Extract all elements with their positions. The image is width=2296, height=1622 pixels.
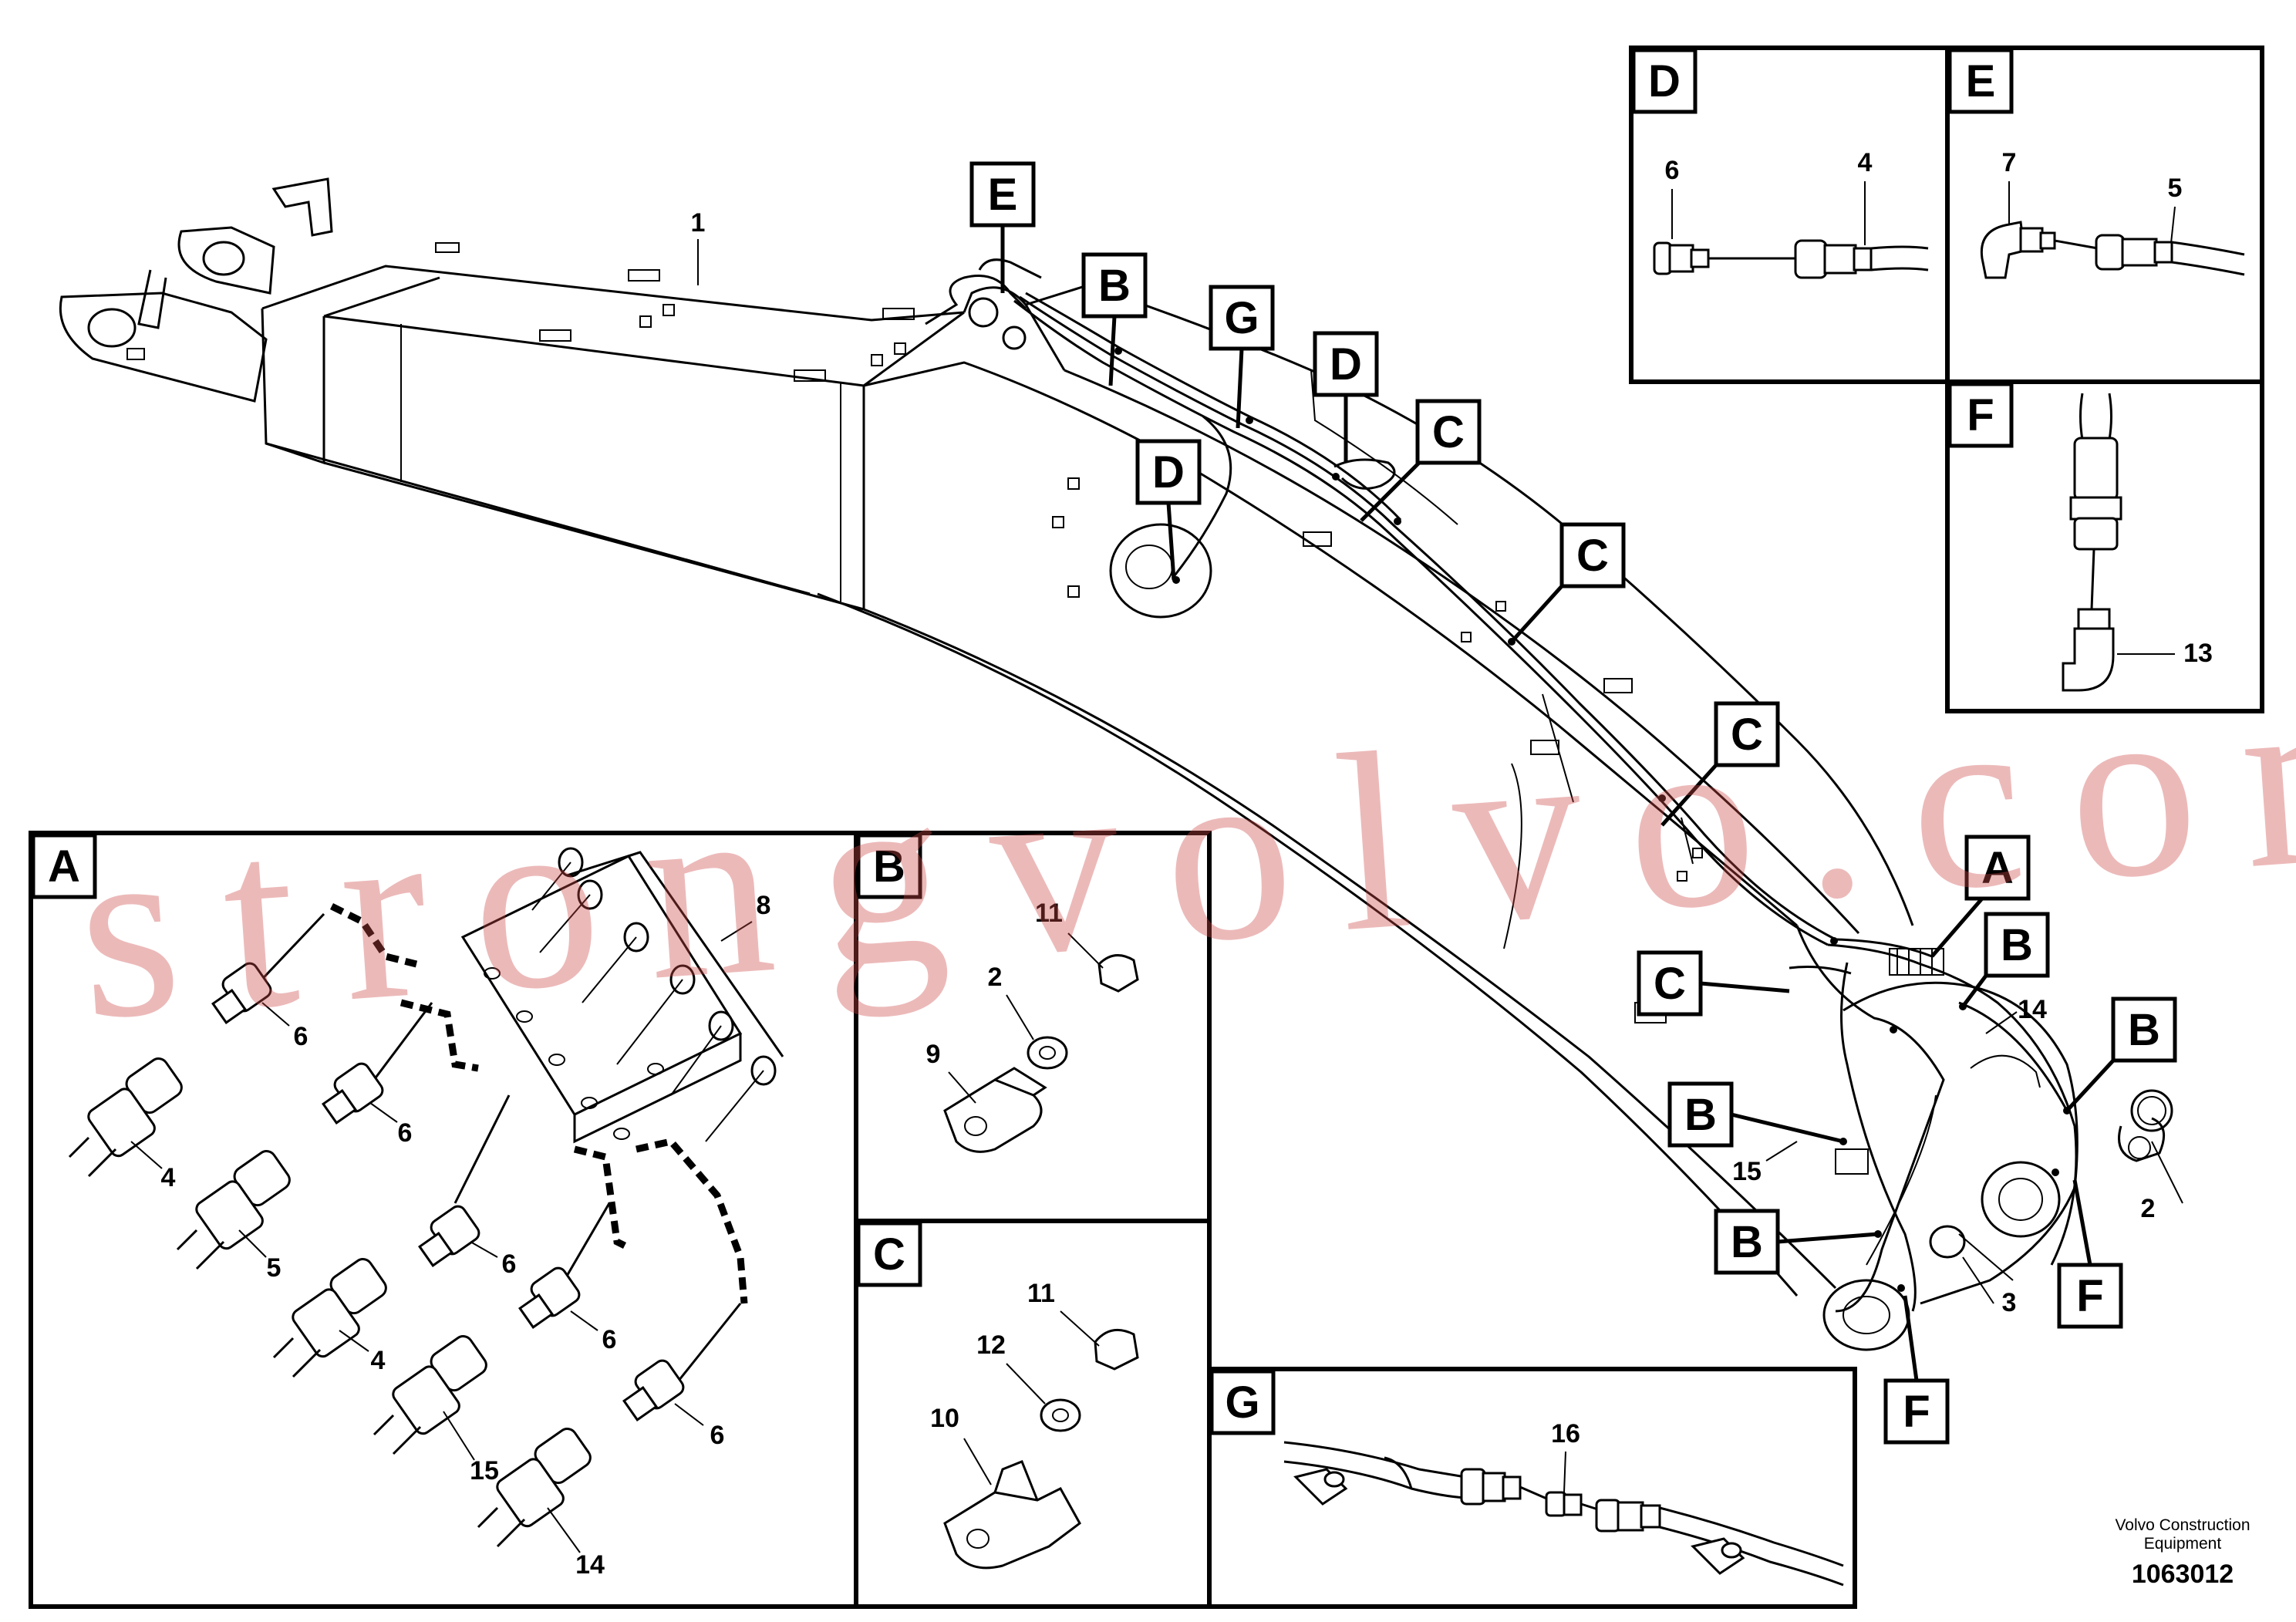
part-number-2-b: 2 xyxy=(988,963,1003,992)
callout-c2-label: C xyxy=(1576,531,1609,581)
part-number-16: 16 xyxy=(1551,1419,1580,1448)
part-number-9: 9 xyxy=(926,1040,941,1069)
detail-a-panel: A xyxy=(29,831,858,1609)
hose-routing xyxy=(1013,292,2078,1312)
part-number-7: 7 xyxy=(2002,148,2017,177)
callout-b3-label: B xyxy=(2128,1005,2160,1055)
callout-e xyxy=(969,161,1036,228)
part-number-4-a2: 4 xyxy=(371,1346,386,1375)
detail-e-panel: E 7 5 xyxy=(1945,46,2264,384)
part-number-1: 1 xyxy=(691,208,706,238)
part-number-4-a1: 4 xyxy=(161,1163,176,1192)
part-number-6-a5: 6 xyxy=(710,1421,725,1450)
detail-g-panel: G 16 xyxy=(1207,1367,1857,1609)
part-number-14: 14 xyxy=(2018,995,2047,1024)
part-number-15-a: 15 xyxy=(470,1456,499,1485)
callout-f2-label: F xyxy=(1903,1387,1930,1437)
callout-b5-label: B xyxy=(1731,1217,1763,1267)
callout-d2-label: D xyxy=(1152,447,1185,497)
callout-c4-label: C xyxy=(1654,959,1686,1009)
part-number-11-b: 11 xyxy=(1035,899,1063,928)
part-number-8: 8 xyxy=(757,891,771,920)
part-number-5-a: 5 xyxy=(267,1253,282,1283)
detail-d-title: D xyxy=(1648,56,1681,106)
detail-f-panel: F 13 xyxy=(1945,379,2264,713)
detail-d-panel: D 6 4 xyxy=(1629,46,1950,384)
callout-b-label: B xyxy=(1098,261,1131,311)
part-number-3: 3 xyxy=(2002,1288,2017,1317)
part-number-4-d: 4 xyxy=(1858,148,1873,177)
part-number-11-c: 11 xyxy=(1027,1279,1055,1308)
diagram-code: 1063012 xyxy=(2131,1560,2234,1589)
manifold-fittings xyxy=(531,847,784,1142)
detail-c-panel: C 11 12 10 xyxy=(854,1219,1212,1609)
detail-b-panel: B 11 2 9 xyxy=(854,831,1212,1223)
part-number-12-c: 12 xyxy=(976,1330,1006,1360)
detail-c-title: C xyxy=(873,1229,905,1280)
callout-c3-label: C xyxy=(1731,710,1763,760)
callout-g-label: G xyxy=(1224,293,1259,343)
part-number-10: 10 xyxy=(930,1404,959,1433)
part-number-14-a: 14 xyxy=(575,1550,605,1580)
boom-callouts: E B G D D C C C C A xyxy=(691,161,2177,1445)
callout-e-label: E xyxy=(988,170,1018,220)
part-number-6-a4: 6 xyxy=(602,1325,617,1354)
detail-g-title: G xyxy=(1225,1378,1259,1428)
publisher-credit: Volvo Construction Equipment xyxy=(2115,1516,2250,1553)
callout-a-label: A xyxy=(1981,843,2014,893)
part-number-6-a3: 6 xyxy=(502,1249,517,1279)
callout-d-label: D xyxy=(1330,339,1362,389)
callout-b2-label: B xyxy=(2001,920,2033,970)
part-number-6-a1: 6 xyxy=(294,1022,308,1051)
detail-b-title: B xyxy=(873,841,905,892)
part-number-6-a2: 6 xyxy=(398,1118,413,1148)
hose-fittings-a xyxy=(68,962,685,1548)
part-number-6-d: 6 xyxy=(1665,156,1680,185)
callout-c1-label: C xyxy=(1432,407,1465,457)
callout-f1-label: F xyxy=(2076,1271,2103,1321)
part-number-15: 15 xyxy=(1732,1157,1762,1186)
detail-a-title: A xyxy=(48,841,80,892)
detail-e-title: E xyxy=(1966,56,1996,106)
callout-b4-label: B xyxy=(1684,1090,1717,1140)
detail-f-title: F xyxy=(1967,390,1994,440)
part-number-13: 13 xyxy=(2183,639,2213,668)
boom-drawing xyxy=(59,177,2183,1351)
part-number-2: 2 xyxy=(2141,1194,2156,1223)
part-number-5-e: 5 xyxy=(2168,174,2183,203)
